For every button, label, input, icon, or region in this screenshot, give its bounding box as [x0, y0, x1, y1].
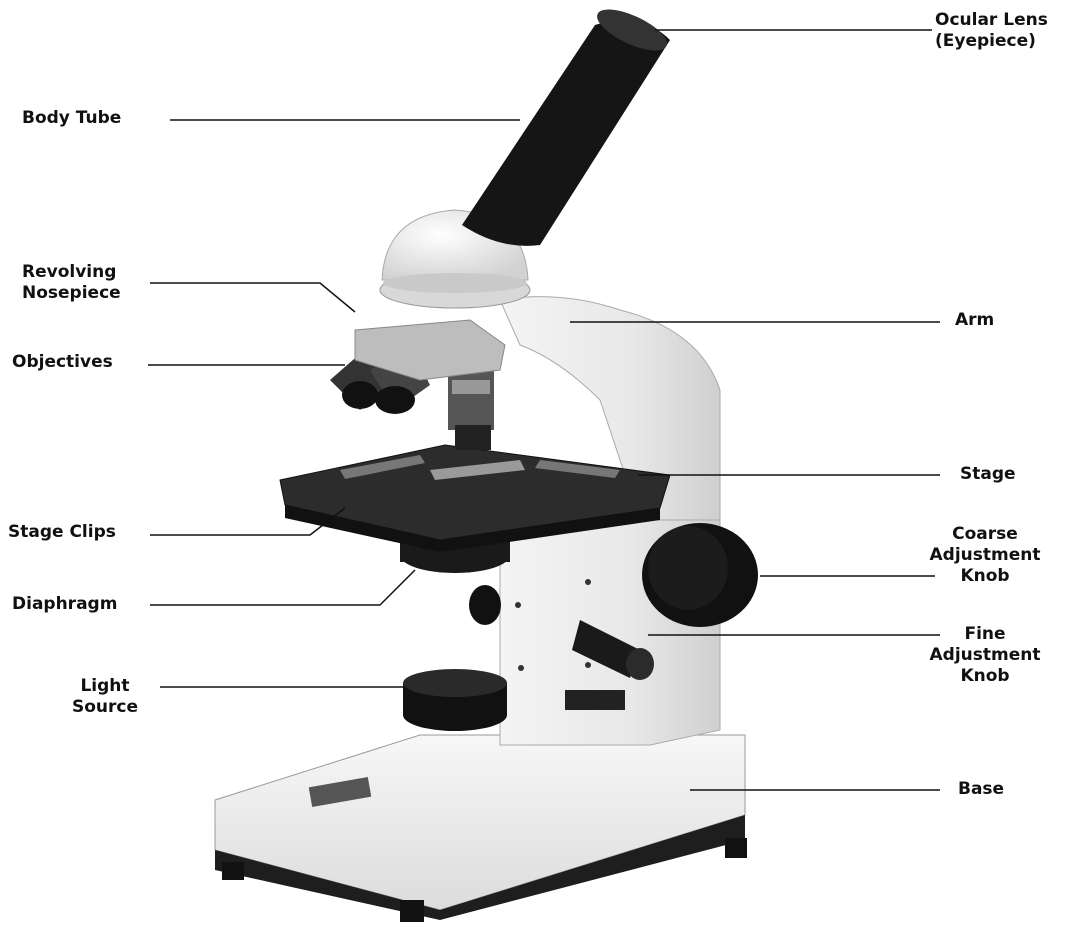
label-stage: Stage — [960, 464, 1016, 485]
label-revolving-nosepiece: Revolving Nosepiece — [22, 262, 121, 304]
label-body-tube: Body Tube — [22, 108, 121, 129]
label-coarse-adjustment-knob: Coarse Adjustment Knob — [912, 524, 1058, 587]
label-base: Base — [958, 779, 1004, 800]
diaphragm-leader — [150, 570, 415, 605]
label-arm: Arm — [955, 310, 994, 331]
label-ocular-lens: Ocular Lens (Eyepiece) — [935, 10, 1048, 52]
stage-clips-leader — [150, 508, 345, 535]
label-stage-clips: Stage Clips — [8, 522, 116, 543]
revolving-nosepiece-leader — [150, 283, 355, 312]
label-light-source: Light Source — [50, 676, 160, 718]
label-objectives: Objectives — [12, 352, 113, 373]
label-diaphragm: Diaphragm — [12, 594, 117, 615]
label-fine-adjustment-knob: Fine Adjustment Knob — [912, 624, 1058, 687]
